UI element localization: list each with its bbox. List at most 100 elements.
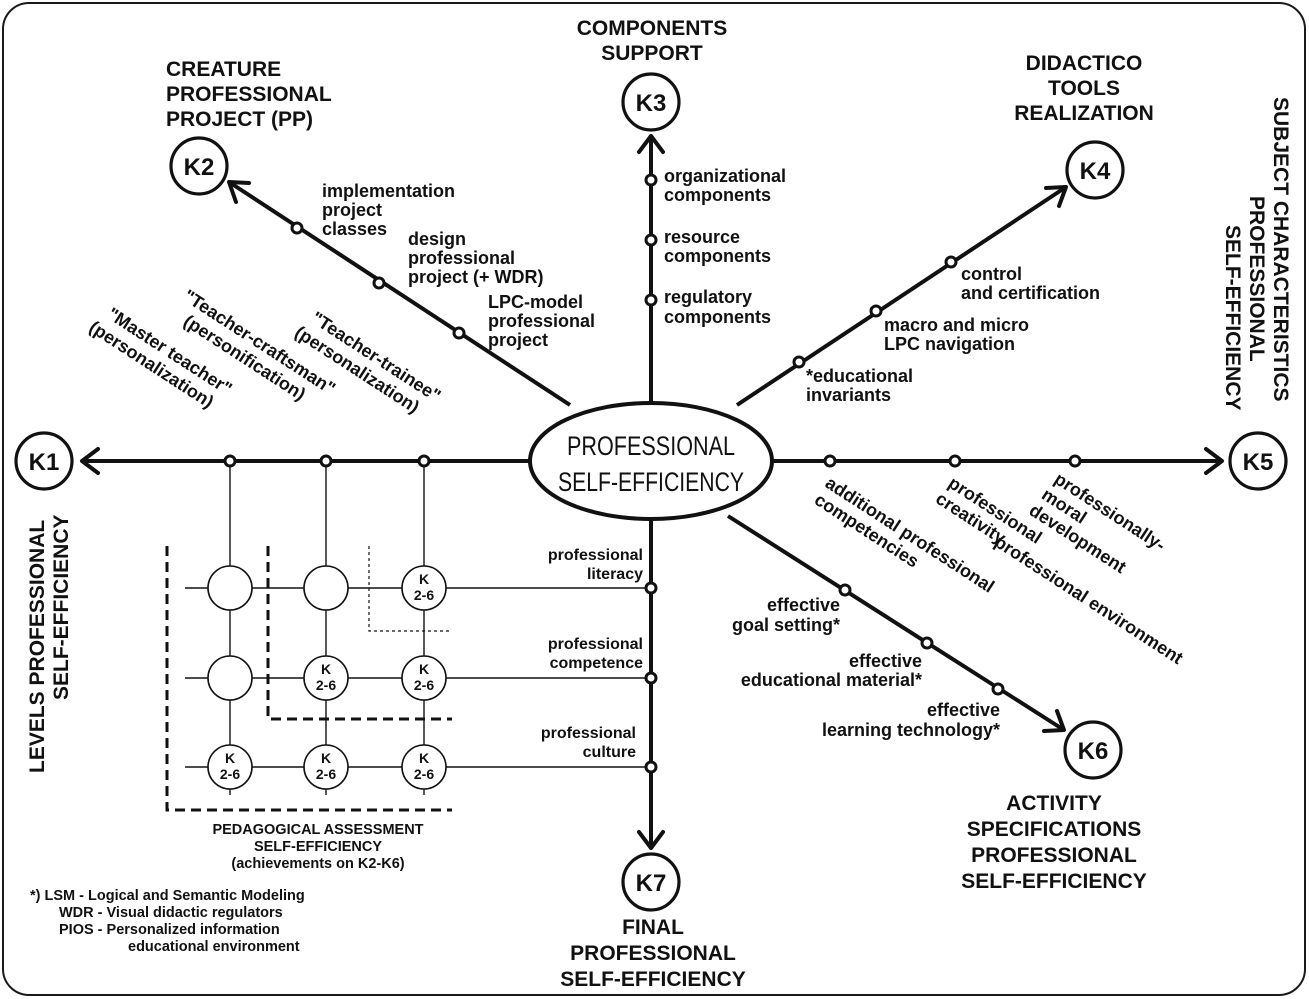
k7-label-competence-line2: competence bbox=[550, 655, 643, 672]
node-k4: K4 bbox=[1065, 140, 1125, 200]
k3-label-resource: resource components bbox=[664, 227, 771, 266]
heading-k2-line3: PROJECT (PP) bbox=[166, 108, 313, 131]
heading-k6-line3: PROFESSIONAL bbox=[971, 844, 1137, 867]
grid-cell-k26 bbox=[401, 655, 447, 701]
heading-k6-line4: SELF-EFFICIENCY bbox=[961, 870, 1147, 893]
grid-cell-k: K bbox=[419, 750, 429, 766]
axis-dot bbox=[823, 454, 837, 468]
grid-cell-k: K bbox=[225, 750, 235, 766]
heading-k5-line2: PROFESSIONAL bbox=[1245, 196, 1268, 362]
grid-cell-empty bbox=[207, 565, 253, 611]
arrowhead-k5 bbox=[1204, 447, 1224, 475]
k2-label-implementation-line1: implementation bbox=[322, 181, 455, 201]
k4-label-macro-line1: macro and micro bbox=[884, 315, 1029, 335]
arrowhead-k4 bbox=[1044, 185, 1068, 208]
k7-label-literacy-line1: professional bbox=[548, 547, 643, 564]
node-k7: K7 bbox=[621, 852, 681, 912]
assessment-caption: PEDAGOGICAL ASSESSMENT SELF-EFFICIENCY (… bbox=[212, 822, 423, 872]
node-k2: K2 bbox=[169, 136, 229, 196]
heading-k1-line2: SELF-EFFICIENCY bbox=[50, 514, 73, 700]
node-k4-label: K4 bbox=[1080, 158, 1111, 185]
heading-k6-line1: ACTIVITY bbox=[1006, 792, 1102, 815]
k2-label-design-line3: project (+ WDR) bbox=[408, 267, 544, 287]
k2-label-lpc-line2: professional bbox=[488, 311, 595, 331]
heading-k7: FINAL PROFESSIONAL SELF-EFFICIENCY bbox=[560, 916, 746, 991]
arrowhead-k1 bbox=[80, 447, 100, 475]
k6-label-material: effective educational material* bbox=[741, 651, 922, 690]
k2-label-design: design professional project (+ WDR) bbox=[408, 229, 544, 287]
heading-k6-line2: SPECIFICATIONS bbox=[967, 818, 1142, 841]
node-k3: K3 bbox=[621, 72, 681, 132]
dashed-boundary-trainee bbox=[368, 546, 452, 632]
k6-label-technology: effective learning technology* bbox=[822, 700, 1000, 740]
k4-label-invariants-line1: *educational bbox=[806, 366, 913, 386]
k6-label-material-line2: educational material* bbox=[741, 670, 922, 690]
assessment-caption-line1: PEDAGOGICAL ASSESSMENT bbox=[212, 822, 423, 838]
assessment-grid: K 2-6 K 2-6 K 2-6 K 2-6 K 2-6 K 2-6 bbox=[165, 461, 651, 812]
heading-k3-line1: COMPONENTS bbox=[577, 17, 728, 40]
heading-k5: SUBJECT CHARACTERISTICS PROFESSIONAL SEL… bbox=[1221, 97, 1292, 411]
axis-k2 bbox=[227, 180, 572, 407]
footnote-line1: *) LSM - Logical and Semantic Modeling bbox=[30, 888, 305, 904]
footnote-line3: PIOS - Personalized information bbox=[59, 922, 280, 938]
node-k1-label: K1 bbox=[29, 449, 60, 476]
k7-label-competence: professional competence bbox=[548, 636, 643, 672]
k3-label-organizational-line1: organizational bbox=[664, 166, 786, 186]
grid-cell-range: 2-6 bbox=[220, 766, 240, 782]
grid-cell-range: 2-6 bbox=[316, 677, 336, 693]
axis-dots bbox=[223, 173, 1082, 774]
k7-label-culture: professional culture bbox=[541, 725, 636, 761]
k4-label-macro: macro and micro LPC navigation bbox=[884, 315, 1029, 354]
node-k7-label: K7 bbox=[636, 870, 667, 897]
k6-label-material-line1: effective bbox=[849, 651, 922, 671]
node-k3-label: K3 bbox=[636, 90, 667, 117]
dashed-boundary-master bbox=[165, 546, 452, 812]
grid-cell-k26 bbox=[303, 744, 349, 790]
axis-dot bbox=[838, 583, 852, 597]
footnote-line2: WDR - Visual didactic regulators bbox=[59, 905, 283, 921]
arrowhead-k3 bbox=[637, 134, 665, 154]
heading-k1: LEVELS PROFESSIONAL SELF-EFFICIENCY bbox=[26, 514, 73, 773]
axis-dot bbox=[644, 173, 658, 187]
grid-cell-range: 2-6 bbox=[414, 587, 434, 603]
heading-k5-line3: SELF-EFFICIENCY bbox=[1221, 225, 1244, 411]
k6-label-goal-line2: goal setting* bbox=[732, 615, 840, 635]
k2-label-design-line1: design bbox=[408, 229, 466, 249]
k6-label-goal: effective goal setting* bbox=[732, 595, 840, 635]
grid-cell-k26 bbox=[401, 565, 447, 611]
k4-label-invariants: *educational invariants bbox=[806, 366, 913, 405]
axis-dot bbox=[644, 293, 658, 307]
grid-cell-k26 bbox=[401, 744, 447, 790]
k7-label-culture-line2: culture bbox=[583, 744, 636, 761]
k2-label-implementation-line3: classes bbox=[322, 219, 387, 239]
axis-dot bbox=[944, 255, 958, 269]
k3-label-regulatory-line1: regulatory bbox=[664, 287, 752, 307]
grid-cell-range: 2-6 bbox=[414, 766, 434, 782]
k3-label-regulatory: regulatory components bbox=[664, 287, 771, 327]
arrowhead-k7 bbox=[637, 830, 665, 850]
k7-label-literacy-line2: literacy bbox=[587, 566, 643, 583]
grid-cell-k: K bbox=[419, 571, 429, 587]
axis-dot bbox=[223, 454, 237, 468]
grid-cell-range: 2-6 bbox=[316, 766, 336, 782]
heading-k2-line2: PROFESSIONAL bbox=[166, 83, 332, 106]
heading-k7-line3: SELF-EFFICIENCY bbox=[560, 968, 746, 991]
axis-dot bbox=[991, 682, 1005, 696]
k4-label-macro-line2: LPC navigation bbox=[884, 334, 1015, 354]
k4-label-control-line2: and certification bbox=[961, 283, 1100, 303]
node-k6: K6 bbox=[1063, 720, 1123, 780]
center-title-line1: PROFESSIONAL bbox=[567, 431, 735, 461]
assessment-caption-line3: (achievements on K2-K6) bbox=[231, 856, 404, 872]
arrowhead-k6 bbox=[1042, 709, 1066, 733]
heading-k6: ACTIVITY SPECIFICATIONS PROFESSIONAL SEL… bbox=[961, 792, 1147, 893]
axis-dot bbox=[644, 233, 658, 247]
grid-cell-k: K bbox=[419, 661, 429, 677]
k6-label-technology-line1: effective bbox=[927, 700, 1000, 720]
k2-label-implementation: implementation project classes bbox=[322, 181, 455, 239]
footnote: *) LSM - Logical and Semantic Modeling W… bbox=[30, 888, 305, 955]
heading-k2-line1: CREATURE bbox=[166, 58, 281, 81]
k4-label-control-line1: control bbox=[961, 264, 1022, 284]
grid-cell-empty bbox=[207, 655, 253, 701]
k7-label-culture-line1: professional bbox=[541, 725, 636, 742]
